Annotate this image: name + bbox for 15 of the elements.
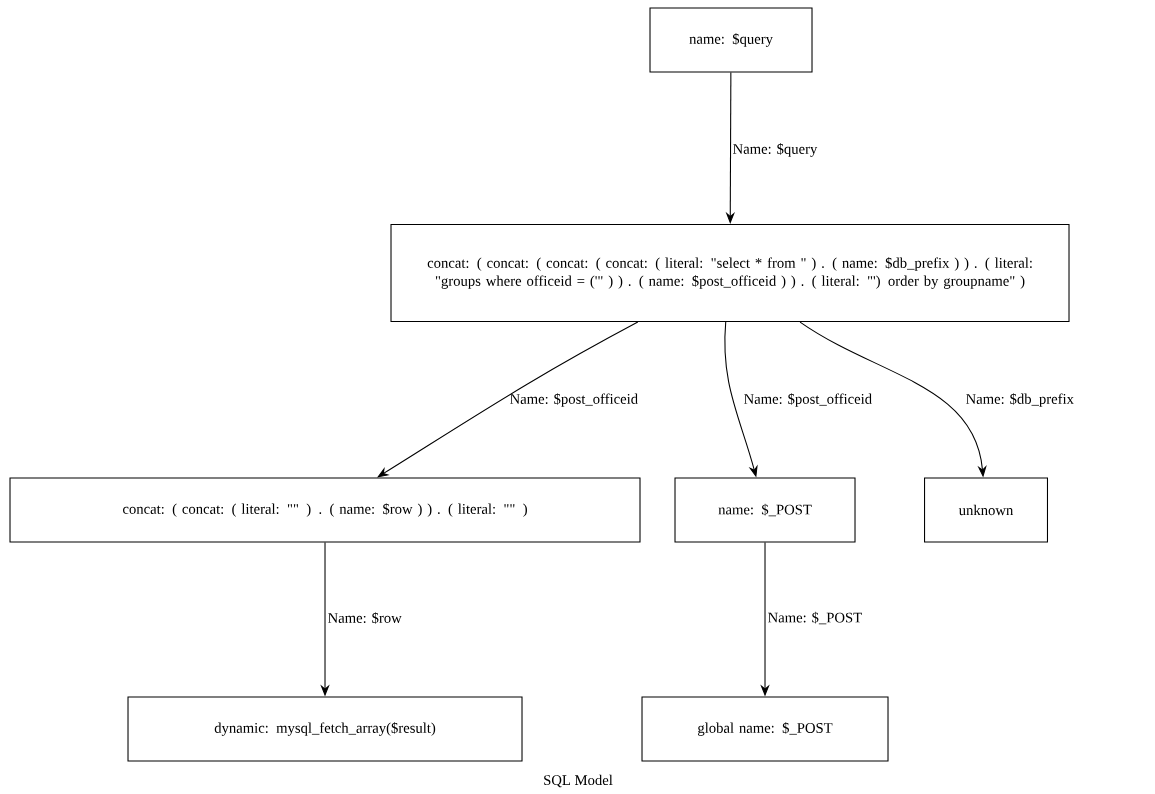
edge-label: Name: $_POST bbox=[768, 611, 862, 625]
process-box: global name: $_POST bbox=[641, 696, 889, 762]
edge-label: Name: $query bbox=[733, 143, 818, 157]
edge-label: Name: $db_prefix bbox=[966, 393, 1074, 407]
edge-label: Name: $row bbox=[328, 612, 402, 624]
process-box: dynamic: mysql_fetch_array($result) bbox=[127, 696, 523, 762]
caption: SQL Model bbox=[544, 774, 613, 788]
edge-label: Name: $post_officeid bbox=[510, 393, 638, 407]
process-box: concat: ( concat: ( literal: "" ) . ( name: $row ) ) . ( literal: "" ) bbox=[9, 477, 641, 543]
arrow bbox=[377, 321, 639, 478]
process-box: name: $query bbox=[649, 7, 813, 73]
process-box: concat: ( concat: ( concat: ( concat: ( literal: "select * from " ) . ( name: $db_prefix ) ) . ( literal: "groups where officeid = ('" ) ) . ( name: $post_officeid ) ) . ( literal: "') order by groupname" ) bbox=[390, 223, 1070, 323]
edge-label: Name: $post_officeid bbox=[744, 393, 872, 407]
process-box: name: $_POST bbox=[674, 477, 856, 543]
process-box: unknown bbox=[924, 477, 1048, 543]
